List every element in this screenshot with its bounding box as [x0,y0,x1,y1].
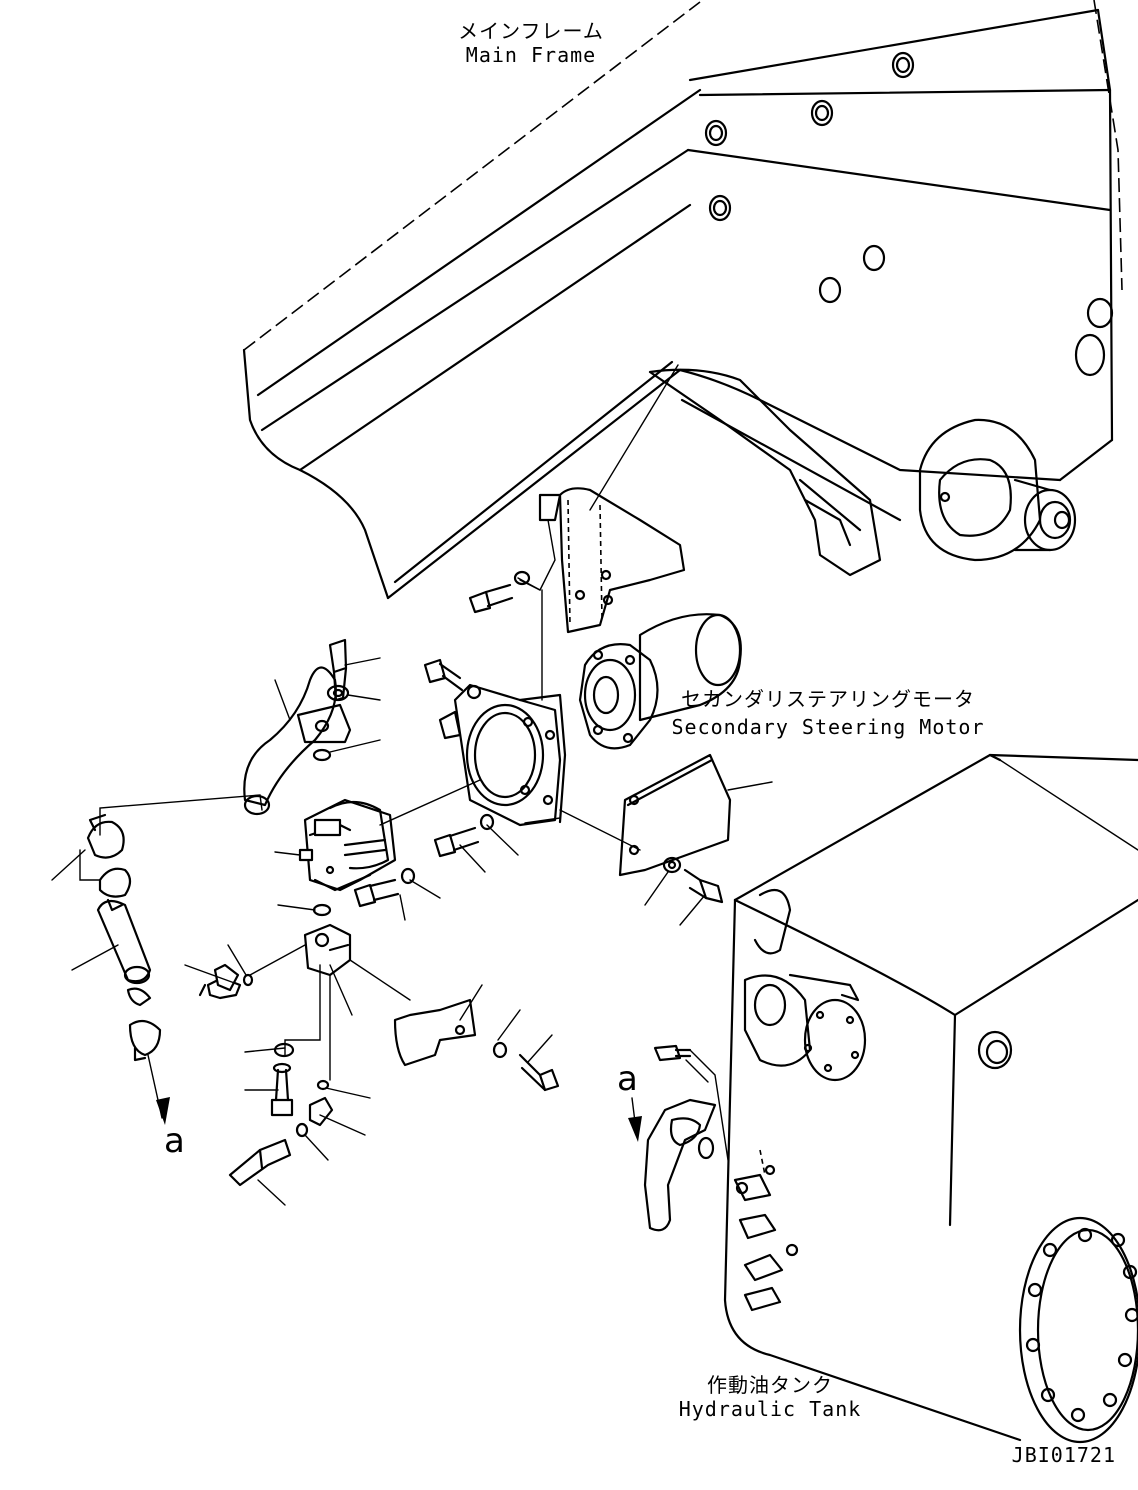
tube-elbow [243,666,352,816]
tank-label-jp: 作動油タンク [707,1373,833,1397]
motor-label-jp: セカンダリステアリングモータ [681,687,975,711]
drawing-code: JBI01721 [1012,1443,1116,1467]
tank-label-en: Hydraulic Tank [679,1397,862,1421]
ref-letter-right: a [617,1059,638,1099]
leader-lines [51,577,773,1206]
adapter-flange [438,589,567,827]
steering-motor [578,613,742,750]
cover-bolts [1025,1227,1138,1423]
main-frame-label-jp: メインフレーム [458,19,604,43]
tank-elbow [643,1044,729,1232]
pump-body [298,779,481,892]
motor-label-en: Secondary Steering Motor [672,715,985,739]
angle-bracket [393,998,477,1067]
washers [242,570,682,1091]
cover-plate [559,753,732,877]
ref-arrow-left [147,1054,170,1125]
ref-letter-left: a [164,1121,185,1161]
frame-holes [704,51,1114,377]
main-frame-label-en: Main Frame [466,43,596,67]
ref-arrow-right [628,1097,642,1142]
hydraulic-tank [723,753,1138,1444]
hose-and-clamps [86,794,263,1062]
mount-bracket [519,364,686,634]
valve-block [249,923,411,1081]
main-frame [242,0,1123,600]
